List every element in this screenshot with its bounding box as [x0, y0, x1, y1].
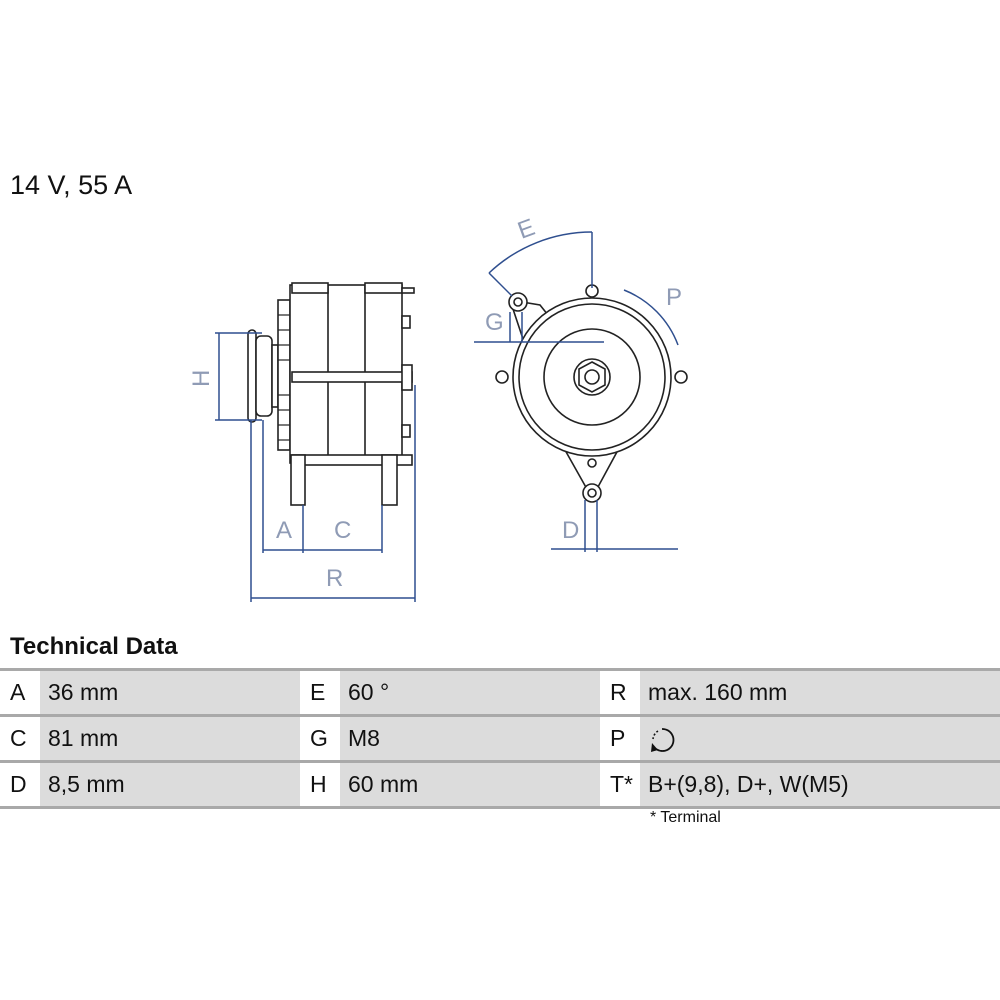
technical-data-table: A 36 mm E 60 ° R max. 160 mm C 81 mm G M… — [0, 668, 1000, 809]
param-value: 60 ° — [340, 671, 600, 714]
param-value: 36 mm — [40, 671, 300, 714]
side-view — [247, 282, 415, 506]
param-value: B+(9,8), D+, W(M5) — [640, 763, 1000, 806]
clockwise-rotation-icon — [651, 728, 675, 752]
param-label: E — [300, 671, 340, 714]
table-row: A 36 mm E 60 ° R max. 160 mm — [0, 671, 1000, 717]
param-label: R — [600, 671, 640, 714]
dim-label-r: R — [326, 565, 343, 592]
param-value: max. 160 mm — [640, 671, 1000, 714]
dim-label-e: E — [514, 214, 538, 245]
dim-label-d: D — [562, 517, 579, 544]
param-value: 8,5 mm — [40, 763, 300, 806]
dim-label-h: H — [188, 370, 215, 387]
dim-label-p: P — [666, 284, 682, 311]
param-value — [640, 717, 1000, 760]
product-rating: 14 V, 55 A — [10, 170, 133, 200]
param-label: P — [600, 717, 640, 760]
alternator-drawing: H A C R E G P D — [188, 214, 688, 602]
table-row: D 8,5 mm H 60 mm T* B+(9,8), D+, W(M5) — [0, 763, 1000, 809]
param-value: M8 — [340, 717, 600, 760]
param-label: H — [300, 763, 340, 806]
footnote: * Terminal — [650, 809, 721, 826]
section-title: Technical Data — [10, 633, 178, 660]
param-label: G — [300, 717, 340, 760]
param-value: 81 mm — [40, 717, 300, 760]
dim-label-g: G — [485, 309, 504, 336]
side-dimensions: H A C R — [188, 332, 416, 602]
param-label: C — [0, 717, 40, 760]
front-view — [495, 284, 688, 503]
param-label: T* — [600, 763, 640, 806]
dim-label-c: C — [334, 517, 351, 544]
param-value: 60 mm — [340, 763, 600, 806]
param-label: A — [0, 671, 40, 714]
dim-label-a: A — [276, 517, 292, 544]
table-row: C 81 mm G M8 P — [0, 717, 1000, 763]
param-label: D — [0, 763, 40, 806]
